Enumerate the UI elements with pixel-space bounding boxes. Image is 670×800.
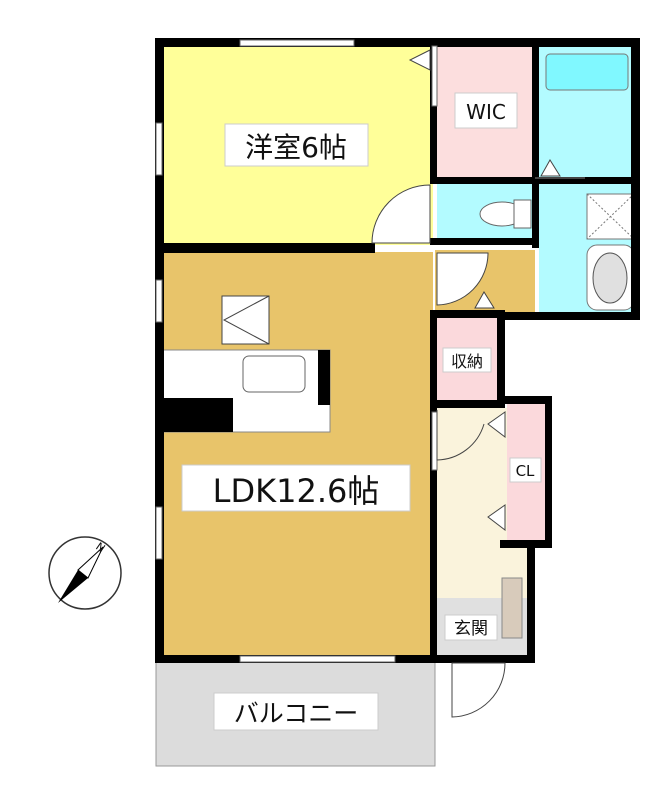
label-wic: WIC (454, 92, 518, 129)
bathtub (545, 53, 629, 91)
washing-machine-icon (586, 193, 635, 240)
label-ldk: LDK12.6帖 (181, 464, 411, 512)
doors (371, 49, 585, 718)
closet-label: CL (516, 462, 535, 480)
windows (155, 39, 438, 663)
ldk-area (163, 252, 433, 657)
refrigerator-icon (221, 295, 270, 345)
label-entrance: 玄関 (444, 614, 498, 641)
wic-label: WIC (466, 100, 506, 124)
ldk-label: LDK12.6帖 (213, 472, 380, 510)
balcony-label: バルコニー (234, 699, 359, 728)
label-storage: 収納 (442, 347, 492, 373)
storage-label: 収納 (451, 352, 483, 371)
shoe-cabinet (501, 577, 523, 639)
label-western-room: 洋室6帖 (224, 123, 369, 167)
entrance-label: 玄関 (454, 619, 488, 639)
label-balcony: バルコニー (213, 692, 379, 731)
label-closet: CL (509, 457, 542, 483)
compass-icon (48, 536, 122, 610)
western-room-label: 洋室6帖 (245, 131, 347, 164)
washbasin-icon (586, 244, 635, 311)
toilet-icon (479, 199, 532, 229)
kitchen-counter (162, 349, 331, 433)
